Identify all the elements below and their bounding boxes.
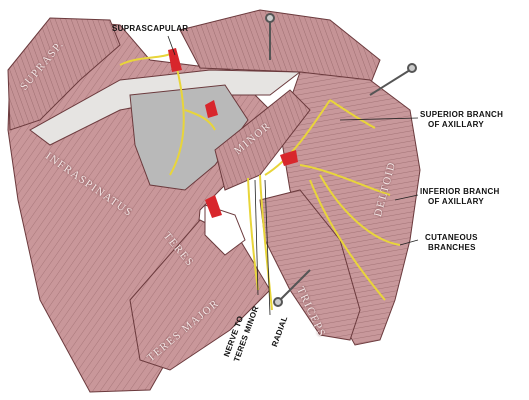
label-suprascapular: SUPRASCAPULAR (112, 24, 189, 33)
label-cutaneous-line2: BRANCHES (428, 243, 476, 252)
teres-minor-muscle (214, 89, 311, 191)
label-inferior-branch-line1: INFERIOR BRANCH (420, 187, 500, 196)
label-pointer-lines (167, 35, 419, 316)
label-inferior-branch-line2: OF AXILLARY (428, 197, 485, 206)
triceps-muscle (259, 189, 361, 341)
label-superior-branch-line1: SUPERIOR BRANCH (420, 110, 504, 119)
exposed-bone-upper (129, 84, 249, 191)
upper-right-muscle (179, 9, 381, 86)
axillary-nerve (119, 51, 401, 311)
deltoid-muscle (279, 71, 421, 346)
quadrangular-space (204, 204, 246, 256)
label-cutaneous-line1: CUTANEOUS (425, 233, 478, 242)
arteries (168, 48, 298, 218)
pins (265, 13, 417, 307)
scapular-spine (29, 69, 302, 146)
label-superior-branch-line2: OF AXILLARY (428, 120, 485, 129)
supraspinatus-muscle (7, 17, 121, 131)
